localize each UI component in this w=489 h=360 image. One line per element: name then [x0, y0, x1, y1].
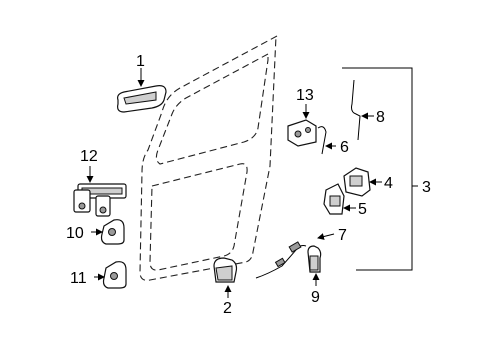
callout-8: 8	[376, 109, 385, 126]
lock-knob-part	[307, 245, 322, 286]
striker-part	[287, 104, 317, 147]
callout-7: 7	[338, 227, 347, 244]
door-outline	[139, 35, 278, 281]
callout-11: 11	[70, 270, 87, 287]
latch-actuator-part	[323, 183, 356, 215]
rod-part	[317, 126, 336, 155]
assembly-bracket-3	[342, 67, 418, 271]
callout-5: 5	[358, 201, 367, 218]
outside-handle-part	[117, 68, 167, 113]
upper-hinge-part	[91, 219, 125, 245]
cable-part	[255, 233, 335, 279]
callout-13: 13	[296, 87, 314, 104]
callout-4: 4	[384, 175, 393, 192]
lock-rod-part	[351, 79, 374, 141]
latch-part	[343, 167, 382, 197]
lower-hinge-part	[94, 261, 127, 289]
callout-12: 12	[80, 148, 98, 165]
lock-cylinder-part	[213, 257, 238, 298]
callout-1: 1	[136, 53, 145, 70]
door-check-part	[73, 166, 127, 217]
callout-10: 10	[66, 225, 84, 242]
callout-2: 2	[223, 300, 232, 317]
callout-9: 9	[311, 289, 320, 306]
callout-6: 6	[340, 139, 349, 156]
callout-3: 3	[422, 179, 431, 196]
